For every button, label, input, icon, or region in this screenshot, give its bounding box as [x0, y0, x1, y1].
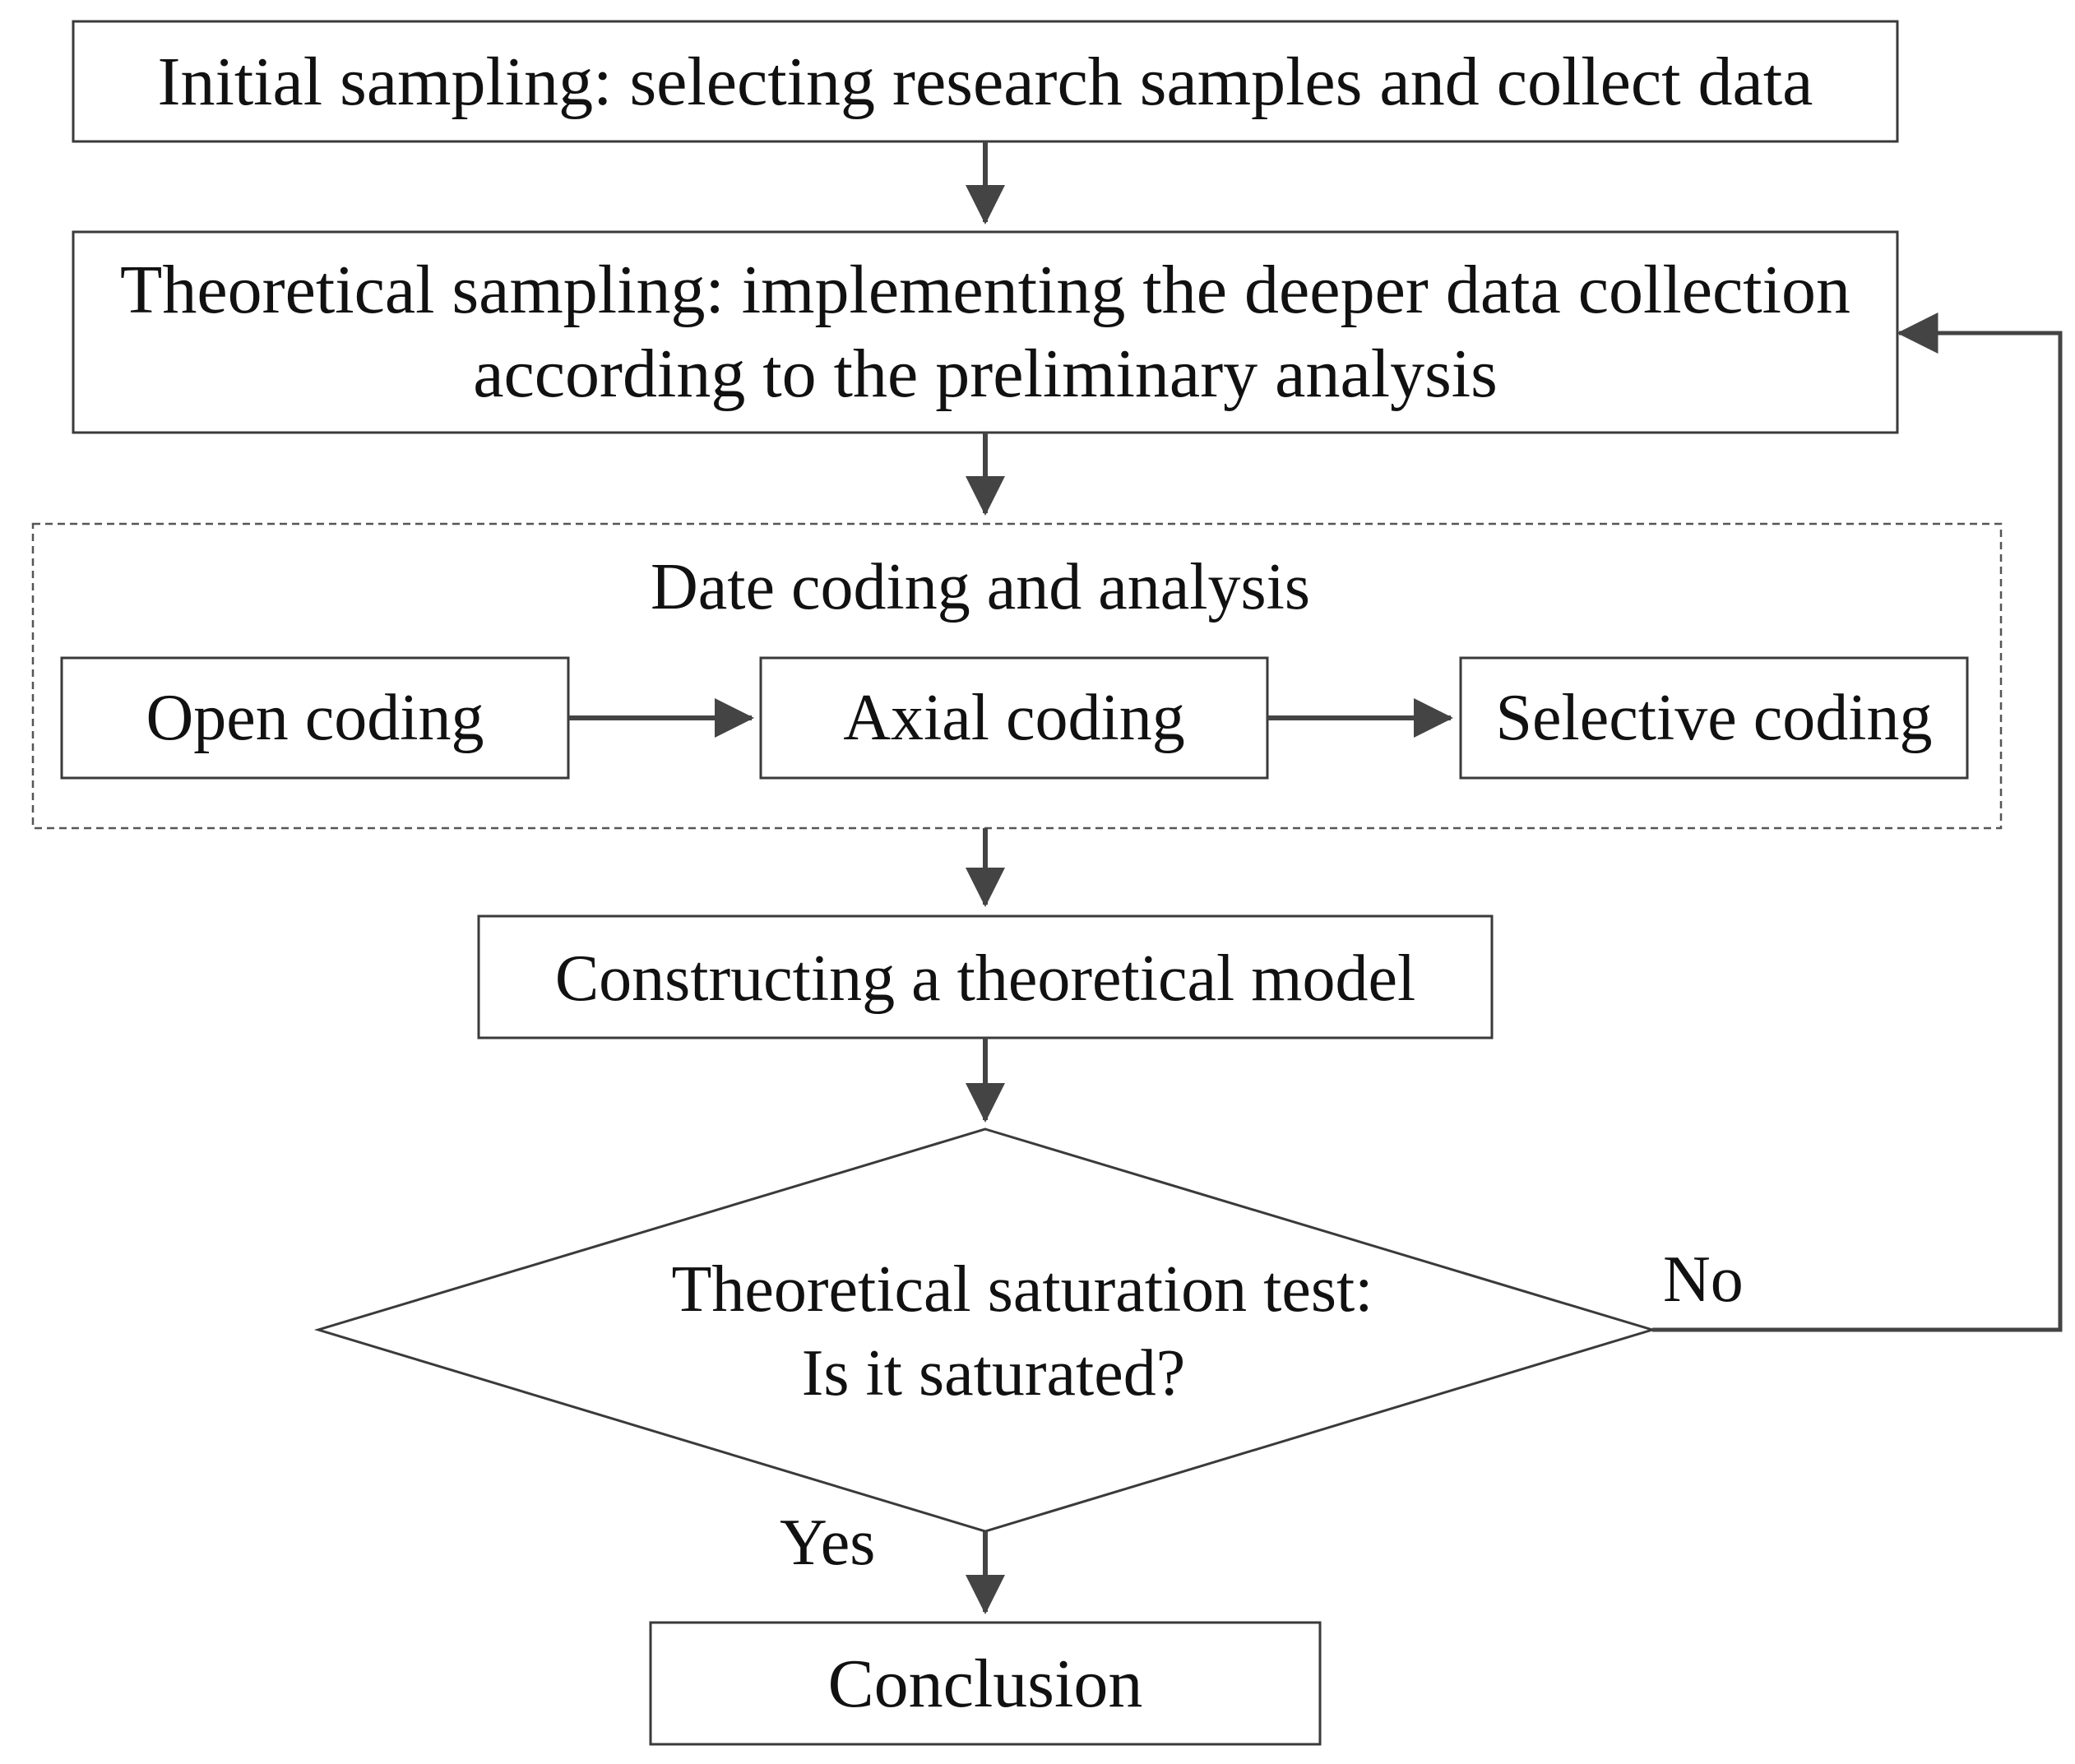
conclusion-node: Conclusion: [649, 1621, 1322, 1746]
no-label: No: [1663, 1243, 1744, 1316]
theoretical-sampling-line1: Theoretical sampling: implementing the d…: [120, 252, 1850, 328]
coding-group-title: Date coding and analysis: [651, 551, 1310, 623]
conclusion-label: Conclusion: [828, 1646, 1143, 1722]
constructing-model-label: Constructing a theoretical model: [555, 942, 1415, 1015]
selective-coding-label: Selective coding: [1496, 682, 1933, 754]
saturation-test-node: Theoretical saturation test: Is it satur…: [313, 1127, 1657, 1533]
yes-label: Yes: [780, 1507, 875, 1579]
axial-coding-node: Axial coding: [759, 656, 1269, 780]
arrow-no-loop: [1652, 313, 2063, 1332]
theoretical-sampling-line2: according to the preliminary analysis: [473, 336, 1498, 412]
saturation-test-line2: Is it saturated?: [802, 1337, 1185, 1410]
selective-coding-node: Selective coding: [1459, 656, 1969, 780]
theoretical-sampling-node: Theoretical sampling: implementing the d…: [72, 230, 1899, 434]
axial-coding-label: Axial coding: [843, 682, 1184, 754]
open-coding-node: Open coding: [60, 656, 570, 780]
open-coding-label: Open coding: [146, 682, 484, 754]
saturation-test-line1: Theoretical saturation test:: [671, 1253, 1373, 1326]
coding-group: Date coding and analysis Open coding Axi…: [31, 522, 2003, 830]
initial-sampling-node: Initial sampling: selecting research sam…: [72, 20, 1899, 143]
constructing-model-node: Constructing a theoretical model: [477, 914, 1494, 1039]
initial-sampling-label: Initial sampling: selecting research sam…: [158, 44, 1813, 120]
